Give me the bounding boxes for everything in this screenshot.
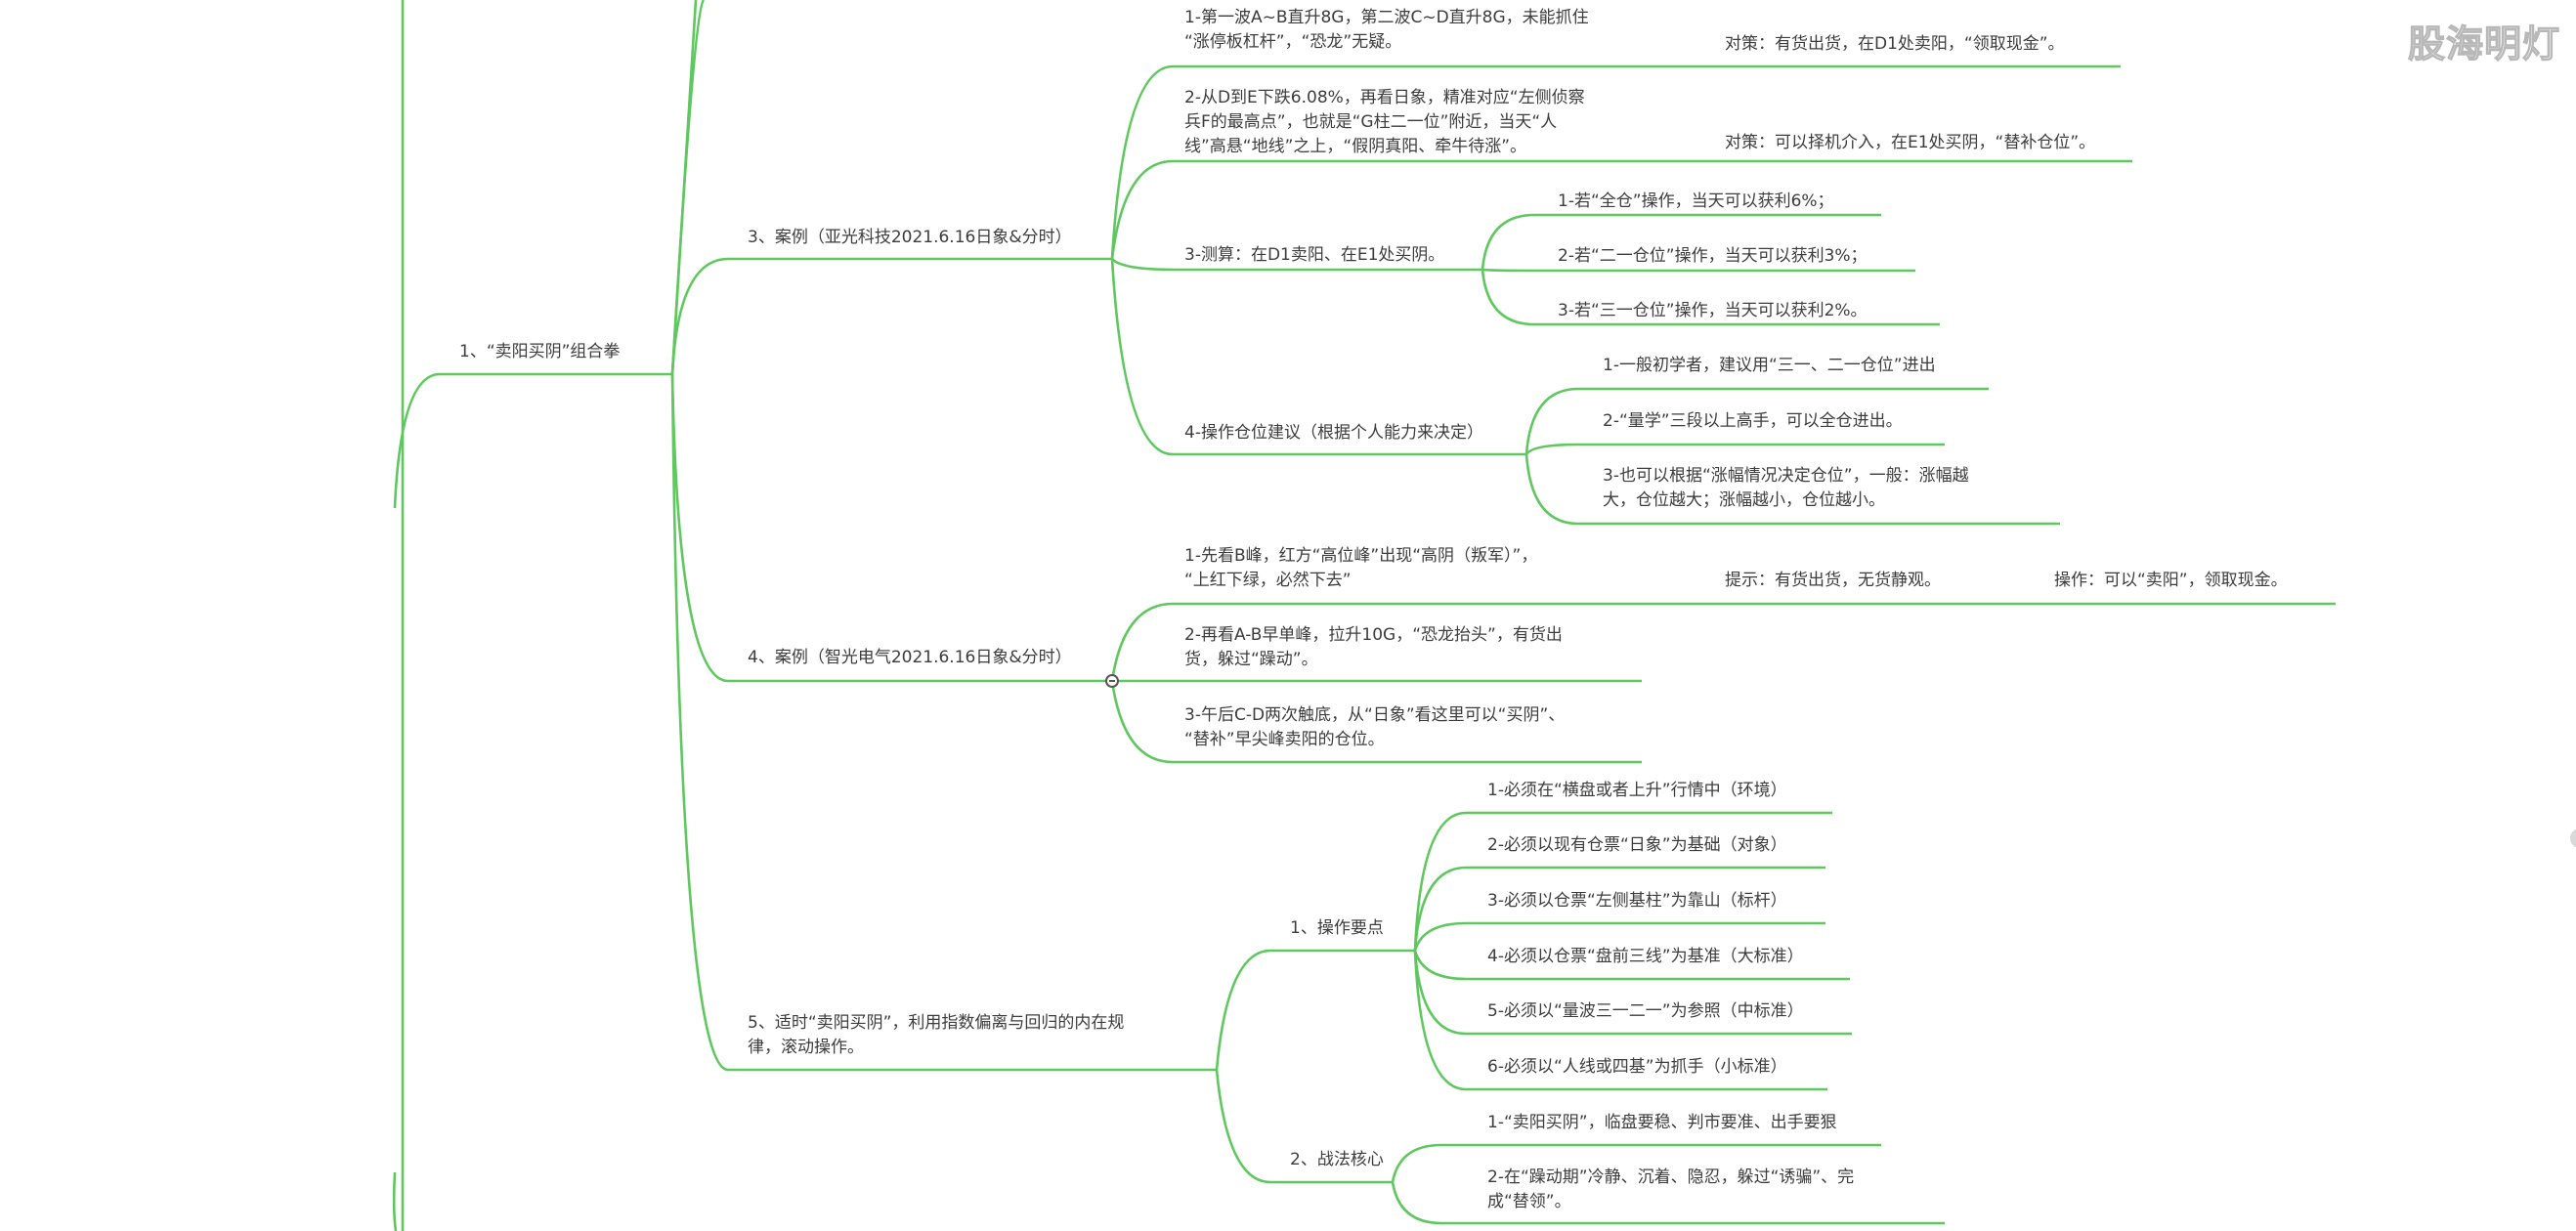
- case3-item3-sub1[interactable]: 1-若“全仓”操作，当天可以获利6%；: [1558, 191, 1834, 211]
- connector: [1110, 602, 2336, 682]
- edge-handle-icon[interactable]: [2570, 828, 2576, 848]
- points-sub4[interactable]: 4-必须以仓票“盘前三线”为基准（大标准）: [1487, 947, 1804, 966]
- case4-item1[interactable]: 1-先看B峰，红方“高位峰”出现“高阴（叛军）”， “上红下绿，必然下去”: [1184, 546, 1538, 590]
- case4-item3[interactable]: 3-午后C-D两次触底，从“日象”看这里可以“买阴”、 “替补”早尖峰卖阳的仓位…: [1184, 705, 1566, 749]
- connector: [1524, 443, 1945, 455]
- core-node[interactable]: 2、战法核心: [1290, 1150, 1384, 1169]
- case3-item1[interactable]: 1-第一波A~B直升8G，第二波C~D直升8G，未能抓住 “涨停板杠杆”，“恐龙…: [1184, 8, 1589, 52]
- connector: [1481, 213, 1881, 271]
- connector: [1110, 258, 1526, 456]
- connector: [1413, 811, 1832, 952]
- case3-item2[interactable]: 2-从D到E下跌6.08%，再看日象，精准对应“左侧侦察 兵F的最高点”，也就是…: [1184, 88, 1585, 156]
- case3-item2-strategy[interactable]: 对策：可以择机介入，在E1处买阴，“替补仓位”。: [1725, 133, 2096, 152]
- watermark-logo: 股海明灯: [2407, 21, 2560, 65]
- collapse-toggle-icon[interactable]: [1105, 674, 1119, 688]
- case3-item3-sub3[interactable]: 3-若“三一仓位”操作，当天可以获利2%。: [1558, 301, 1868, 320]
- connector: [1110, 159, 2132, 260]
- points-sub2[interactable]: 2-必须以现有仓票“日象”为基础（对象）: [1487, 835, 1787, 855]
- case3-item3[interactable]: 3-测算：在D1卖阳、在E1处买阴。: [1184, 245, 1445, 265]
- connector: [1524, 453, 2060, 526]
- connector: [1481, 268, 1915, 273]
- connector: [1111, 258, 1482, 272]
- connector: [1391, 1143, 1881, 1183]
- connector: [1524, 387, 1989, 455]
- connector: [1413, 950, 1827, 1091]
- connector: [1481, 269, 1940, 326]
- points-sub6[interactable]: 6-必须以“人线或四基”为抓手（小标准）: [1487, 1057, 1787, 1077]
- connector: [1215, 1069, 1393, 1184]
- points-sub5[interactable]: 5-必须以“量波三一二一”为参照（中标准）: [1487, 1001, 1804, 1021]
- case4-node[interactable]: 4、案例（智光电气2021.6.16日象&分时）: [748, 648, 1072, 667]
- connector: [670, 373, 1217, 1072]
- connector: [392, 1171, 398, 1231]
- connector: [670, 0, 706, 375]
- case3-item4[interactable]: 4-操作仓位建议（根据个人能力来决定）: [1184, 423, 1483, 443]
- connector: [393, 372, 672, 509]
- item5-node[interactable]: 5、适时“卖阳买阴”，利用指数偏离与回归的内在规 律，滚动操作。: [748, 1013, 1125, 1057]
- connector: [1391, 1181, 1945, 1225]
- connector: [670, 373, 1112, 683]
- case3-item3-sub2[interactable]: 2-若“二一仓位”操作，当天可以获利3%；: [1558, 246, 1868, 266]
- points-node[interactable]: 1、操作要点: [1290, 918, 1384, 938]
- core-sub2[interactable]: 2-在“躁动期”冷静、沉着、隐忍，躲过“诱骗”、完 成“替领”。: [1487, 1167, 1855, 1211]
- connector: [1110, 64, 2121, 260]
- case3-item4-sub1[interactable]: 1-一般初学者，建议用“三一、二一仓位”进出: [1603, 356, 1936, 375]
- connector: [1413, 921, 1825, 952]
- case4-item1-action[interactable]: 操作：可以“卖阳”，领取现金。: [2054, 571, 2288, 590]
- case3-node[interactable]: 3、案例（亚光科技2021.6.16日象&分时）: [748, 228, 1072, 247]
- points-sub3[interactable]: 3-必须以仓票“左侧基柱”为靠山（标杆）: [1487, 891, 1787, 911]
- case3-item4-sub3[interactable]: 3-也可以根据“涨幅情况决定仓位”，一般：涨幅越 大，仓位越大；涨幅越小，仓位越…: [1603, 466, 1969, 510]
- points-sub1[interactable]: 1-必须在“横盘或者上升”行情中（环境）: [1487, 781, 1787, 800]
- case4-item1-hint[interactable]: 提示：有货出货，无货静观。: [1725, 571, 1941, 590]
- case3-item4-sub2[interactable]: 2-“量学”三段以上高手，可以全仓进出。: [1603, 411, 1903, 431]
- connector: [1215, 949, 1415, 1071]
- connector: [1110, 680, 1642, 764]
- root-node[interactable]: 1、“卖阳买阴”组合拳: [459, 342, 621, 361]
- case3-item1-strategy[interactable]: 对策：有货出货，在D1处卖阳，“领取现金”。: [1725, 34, 2065, 54]
- case4-item2[interactable]: 2-再看A-B早单峰，拉升10G，“恐龙抬头”，有货出 货，躲过“躁动”。: [1184, 625, 1563, 669]
- connector: [1413, 950, 1850, 981]
- core-sub1[interactable]: 1-“卖阳买阴”，临盘要稳、判市要准、出手要狠: [1487, 1113, 1837, 1132]
- connector: [670, 257, 1112, 375]
- connector: [1413, 866, 1825, 952]
